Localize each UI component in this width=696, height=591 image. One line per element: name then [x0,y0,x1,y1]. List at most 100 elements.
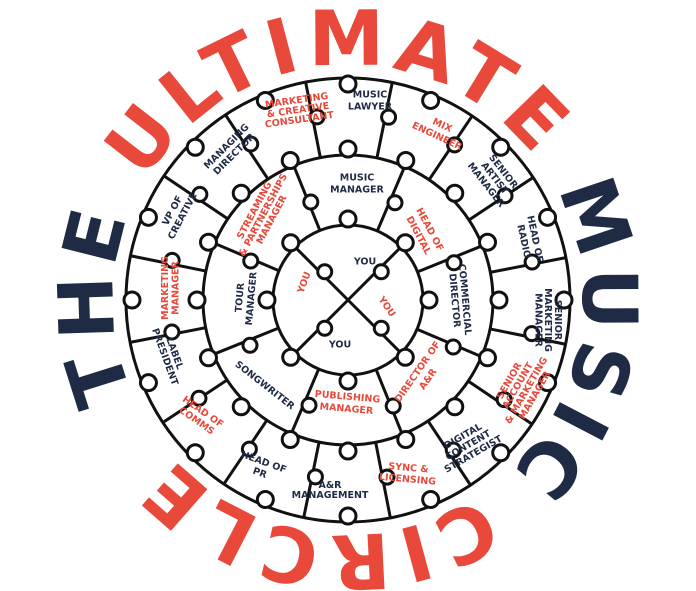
puzzle-tab [338,506,358,526]
puzzle-tab [280,430,300,450]
puzzle-tab [538,207,558,227]
puzzle-tab [255,90,275,110]
label-line: YOU [328,340,351,351]
puzzle-tab [185,443,205,463]
puzzle-tab [538,373,558,393]
label-line: MANAGER [170,260,181,314]
label-line: MARKETING [542,288,553,352]
label-line: YOU [353,257,376,268]
puzzle-tab [300,396,318,414]
puzzle-tab [478,348,498,368]
puzzle-tab [338,74,358,94]
label-line: A&R [319,480,343,491]
label-line: MANAGEMENT [292,490,369,501]
puzzle-tab [241,336,259,354]
puzzle-tab [163,323,181,341]
puzzle-tab [231,183,251,203]
label-line: MUSIC [353,90,388,101]
puzzle-tab [384,397,402,415]
puzzle-tab [185,137,205,157]
label-line: YOU [375,294,397,319]
label-line: YOU [295,270,313,296]
inner-ring-label: YOU [375,294,397,319]
puzzle-tab [122,290,142,310]
puzzle-tab [308,108,326,126]
puzzle-tab [489,290,509,310]
puzzle-tab [138,207,158,227]
puzzle-tab [338,441,358,461]
label-line: MANAGER [532,293,543,347]
puzzle-tab [240,440,258,458]
puzzle-tab [496,187,514,205]
label-line: SENIOR [552,300,563,341]
label-line: MANAGER [244,271,260,326]
puzzle-tab [395,347,415,367]
outer-ring-label: VP OFCREATIVE [156,186,200,242]
puzzle-tab [338,209,358,229]
middle-ring-label: PUBLISHINGMANAGER [313,389,381,418]
puzzle-tab [281,347,301,367]
label-line: LAWYER [348,102,393,113]
puzzle-tab [419,290,439,310]
puzzle-tab [396,150,416,170]
outer-ring-label: SENIORMARKETINGMANAGER [532,288,563,352]
puzzle-tab [523,253,541,271]
puzzle-tab [445,254,463,272]
puzzle-tab [523,325,541,343]
puzzle-tab [421,490,441,510]
puzzle-tab [281,233,301,253]
puzzle-rings [122,74,574,526]
puzzle-tab [163,251,181,269]
title-word: ULTIMATE [87,0,612,193]
puzzle-tab [242,135,260,153]
puzzle-tab [491,443,511,463]
puzzle-tab [444,338,462,356]
puzzle-tab [421,90,441,110]
label-line: TOUR [233,282,247,313]
puzzle-tab [491,137,511,157]
puzzle-tab [554,290,574,310]
puzzle-tab [372,263,390,281]
inner-ring-label: YOU [295,270,313,296]
puzzle-tab [495,391,513,409]
label-line: MARKETING [160,256,171,320]
puzzle-tab [338,139,358,159]
puzzle-tab [396,430,416,450]
label-line: LICENSING [378,472,436,488]
puzzle-tab [138,373,158,393]
puzzle-tab [302,193,320,211]
puzzle-tab [445,397,465,417]
inner-ring-label: YOU [328,340,351,351]
label-line: MANAGER [319,401,374,417]
label-line: SYNC & [388,461,429,475]
middle-ring-label: COMMERCIALDIRECTOR [446,263,474,336]
puzzle-tab [255,490,275,510]
outer-ring-label: HEAD OFPR [235,449,287,486]
puzzle-tab [316,319,334,337]
puzzle-tab [386,194,404,212]
label-line: PR [251,466,269,481]
puzzle-tab [198,348,218,368]
middle-ring-label: TOURMANAGER [232,270,259,326]
puzzle-tab [231,397,251,417]
label-line: MUSIC [340,173,375,184]
puzzle-tab [446,136,464,154]
label-line: MANAGER [330,185,384,196]
puzzle-tab [380,108,398,126]
puzzle-tab [306,468,324,486]
puzzle-tab [445,183,465,203]
puzzle-tab [187,290,207,310]
puzzle-tab [191,185,209,203]
outer-ring-label: MARKETINGMANAGER [160,256,181,320]
puzzle-tab [444,441,462,459]
inner-ring-label: YOU [353,257,376,268]
label-line: DIRECTOR [446,273,462,329]
puzzle-tab [280,150,300,170]
puzzle-tab [316,263,334,281]
puzzle-tab [378,468,396,486]
puzzle-tab [198,232,218,252]
